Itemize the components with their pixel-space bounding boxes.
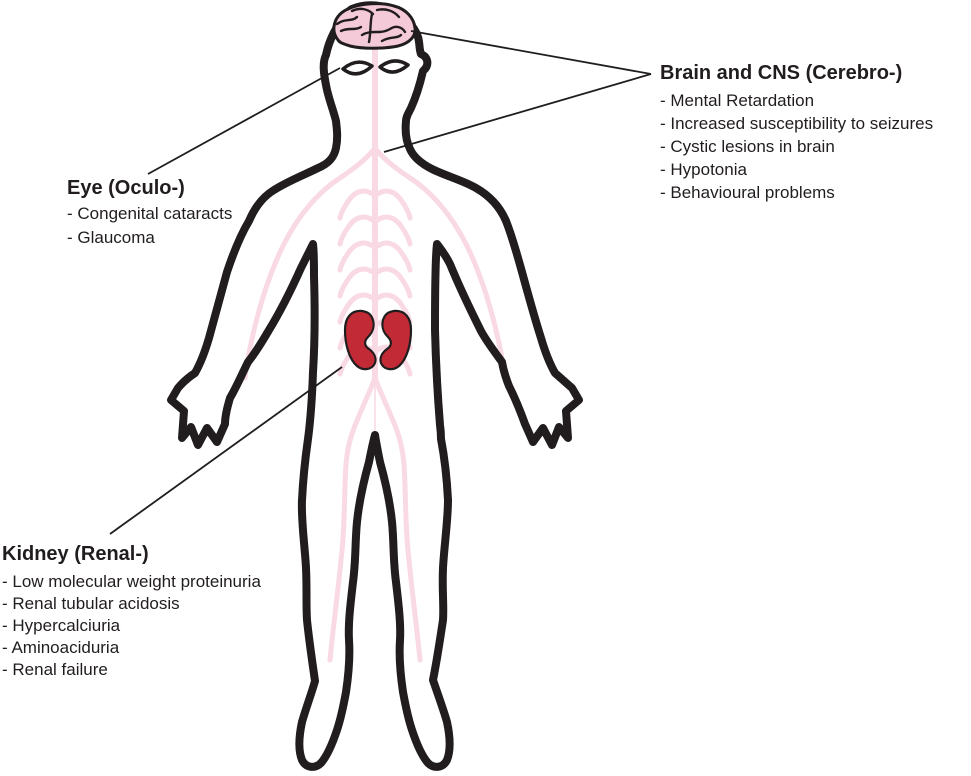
arm-nerve-right bbox=[407, 175, 508, 381]
left-eye-shape bbox=[341, 60, 374, 76]
callout-line-brain-lower bbox=[383, 73, 652, 153]
eye-annotation-item: - Glaucoma bbox=[67, 228, 155, 247]
kidney-annotation-item: - Low molecular weight proteinuria bbox=[2, 572, 261, 591]
callout-line-eye bbox=[147, 67, 341, 175]
callout-lines bbox=[109, 30, 652, 535]
brain-annotation-item: - Mental Retardation bbox=[660, 91, 815, 110]
kidney-annotation-item: - Renal tubular acidosis bbox=[2, 594, 180, 613]
right-eye-shape bbox=[378, 59, 410, 74]
brain-annotation-item: - Behavioural problems bbox=[660, 183, 835, 202]
arm-nerve-left bbox=[242, 175, 343, 381]
brain-annotation-item: - Hypotonia bbox=[660, 160, 747, 179]
brain-shape bbox=[332, 2, 417, 50]
leg-nerve-right bbox=[372, 375, 423, 663]
brain-annotation: Brain and CNS (Cerebro-) - Mental Retard… bbox=[660, 61, 933, 204]
kidney-left-shape bbox=[343, 309, 377, 371]
callout-line-kidney bbox=[109, 366, 343, 535]
eye-annotation-title: Eye (Oculo-) bbox=[67, 177, 185, 199]
eye-annotation: Eye (Oculo-) - Congenital cataracts - Gl… bbox=[67, 176, 232, 250]
body-outline bbox=[167, 1, 583, 771]
brain-annotation-item: - Cystic lesions in brain bbox=[660, 137, 835, 156]
kidney-right-shape bbox=[379, 309, 413, 371]
leg-nerve-left bbox=[327, 375, 378, 663]
callout-line-brain-upper bbox=[410, 30, 652, 75]
eye-annotation-item: - Congenital cataracts bbox=[67, 204, 233, 223]
brain-annotation-item: - Increased susceptibility to seizures bbox=[660, 114, 934, 133]
brain-annotation-title: Brain and CNS (Cerebro-) bbox=[660, 62, 903, 84]
kidney-annotation-item: - Renal failure bbox=[2, 660, 108, 679]
kidney-annotation-title: Kidney (Renal-) bbox=[2, 543, 149, 565]
kidney-annotation: Kidney (Renal-) - Low molecular weight p… bbox=[2, 542, 261, 681]
clavicle-nerve-right bbox=[372, 145, 413, 181]
kidney-annotation-item: - Aminoaciduria bbox=[2, 638, 120, 657]
nervous-system bbox=[242, 47, 508, 663]
brain-illustration bbox=[332, 2, 417, 50]
clavicle-nerve-left bbox=[337, 145, 378, 181]
kidney-annotation-item: - Hypercalciuria bbox=[2, 616, 121, 635]
brain-gyri bbox=[335, 7, 407, 44]
kidneys bbox=[343, 309, 413, 371]
